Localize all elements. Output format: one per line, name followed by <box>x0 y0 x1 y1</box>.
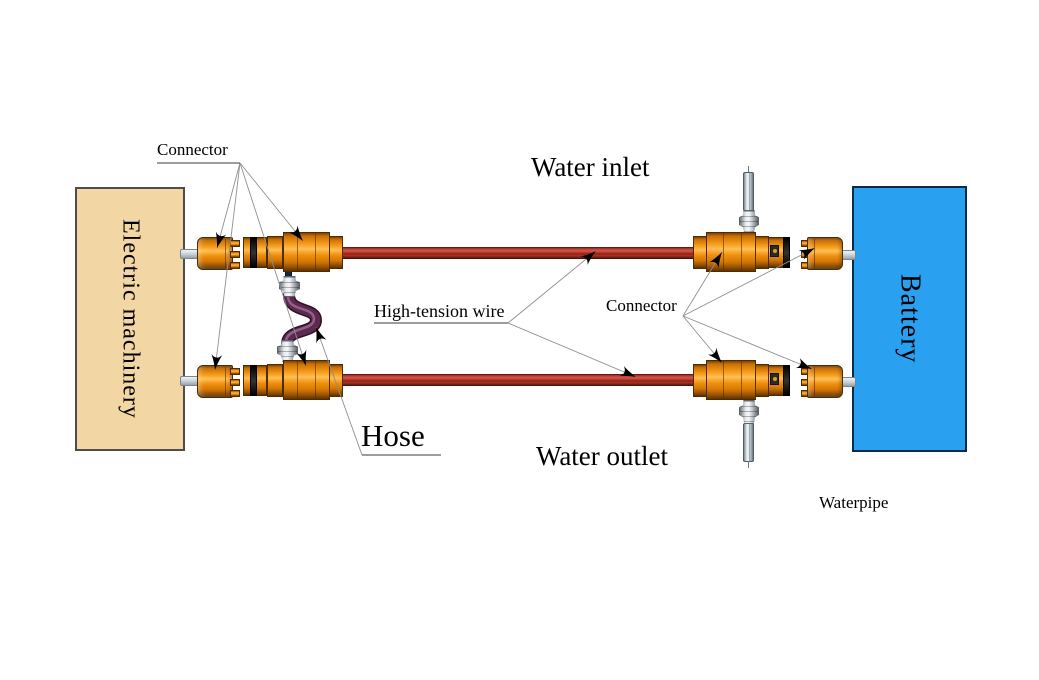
plug-prong-0 <box>230 368 240 375</box>
high-tension-wire-bottom <box>335 374 700 386</box>
hose-body <box>282 290 321 349</box>
connector-body-band <box>783 237 790 268</box>
connector-body-mid <box>755 364 769 397</box>
leader-arrow <box>316 327 327 344</box>
plug-prong-1 <box>230 379 240 386</box>
plug-prong-2 <box>230 390 240 397</box>
waterpipe-tip-line-bottom <box>748 461 749 468</box>
waterpipe-bottom <box>743 423 754 462</box>
plug-seam <box>814 367 815 396</box>
connector-body-band <box>250 365 257 396</box>
connector-body-mid <box>755 236 769 269</box>
connector-assembly-top-left <box>197 231 347 277</box>
connector-body-mid <box>267 236 283 269</box>
connector-body-end <box>693 236 707 269</box>
battery-label: Battery <box>894 274 926 364</box>
hose-outline <box>281 289 323 350</box>
connector-body-band <box>250 237 257 268</box>
body-seam-b <box>315 361 316 399</box>
plug-prong-2 <box>230 262 240 269</box>
connector-plug <box>807 365 843 398</box>
connector-body-main <box>283 360 330 400</box>
body-seam-b <box>741 233 742 271</box>
label-hose: Hose <box>361 418 425 453</box>
leader-line <box>682 315 723 364</box>
label-high-tension-wire: High-tension wire <box>374 301 505 321</box>
electric-machinery-box: Electric machinery <box>75 187 185 451</box>
connector-body-mid <box>267 364 283 397</box>
body-seam-a <box>297 233 298 271</box>
waterpipe-top <box>743 172 754 211</box>
body-seam-a <box>297 361 298 399</box>
terminal-detail <box>770 373 779 385</box>
body-seam-b <box>741 361 742 399</box>
connector-body-end <box>693 364 707 397</box>
leader-line <box>507 250 597 324</box>
electric-machinery-label: Electric machinery <box>117 219 144 419</box>
connector-assembly-bottom-left <box>197 359 347 405</box>
label-water-inlet: Water inlet <box>531 152 650 182</box>
waterpipe-tip-line-top <box>748 166 749 174</box>
body-seam-a <box>723 361 724 399</box>
connector-body-band <box>783 365 790 396</box>
plug-seam <box>225 367 226 396</box>
connector-plug <box>197 365 233 398</box>
hose-highlight <box>284 294 316 344</box>
leader-line <box>239 162 304 242</box>
connector-plug <box>197 237 233 270</box>
hose-fitting-top <box>279 276 300 297</box>
terminal-detail <box>770 245 779 257</box>
label-water-outlet: Water outlet <box>536 441 669 471</box>
plug-prong-0 <box>230 240 240 247</box>
leader-line <box>507 322 637 378</box>
connector-body-main <box>283 232 330 272</box>
body-seam-b <box>315 233 316 271</box>
connector-body-end <box>329 364 343 397</box>
connector-body-end <box>329 236 343 269</box>
connector-plug <box>807 237 843 270</box>
plug-seam <box>225 239 226 268</box>
body-seam-a <box>723 233 724 271</box>
terminal-gold-dot <box>772 249 777 253</box>
label-connector-right: Connector <box>606 296 677 315</box>
label-connector-left: Connector <box>157 140 228 159</box>
terminal-gold-dot <box>772 377 777 381</box>
waterpipe-fitting-bottom <box>739 400 759 424</box>
label-waterpipe: Waterpipe <box>819 493 889 512</box>
battery-box: Battery <box>852 186 967 452</box>
connector-assembly-bottom-right <box>693 359 843 405</box>
plug-prong-1 <box>230 251 240 258</box>
high-tension-wire-top <box>335 247 700 259</box>
connector-body-main <box>706 232 756 272</box>
plug-seam <box>814 239 815 268</box>
connector-body-main <box>706 360 756 400</box>
connector-assembly-top-right <box>693 231 843 277</box>
